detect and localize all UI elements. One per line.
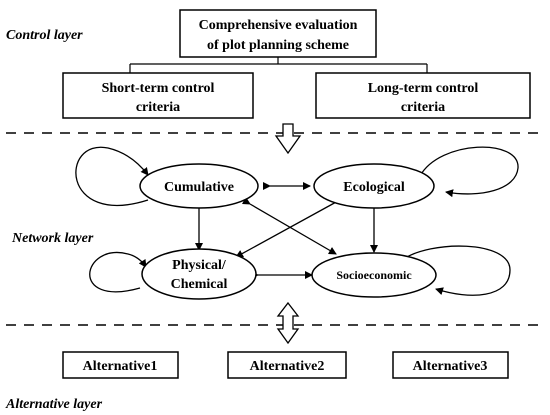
goal-line1: Comprehensive evaluation: [199, 18, 358, 33]
alternative1-box: [62, 351, 179, 379]
ecological-node: [313, 163, 435, 209]
socioeconomic-self-loop: [401, 245, 511, 296]
goal-line2: of plot planning scheme: [207, 38, 349, 53]
ecological-label: Ecological: [343, 180, 405, 195]
control-layer-label: Control layer: [6, 28, 83, 43]
cumulative-label: Cumulative: [164, 180, 234, 195]
short-term-criteria-box: [62, 72, 254, 119]
cumulative-self-loop: [75, 146, 149, 207]
physical-label-line1: Physical/: [172, 258, 227, 273]
double-arrow-icon: [276, 301, 300, 345]
socioeconomic-node: [311, 252, 437, 298]
arrow-ecological-physical: [235, 194, 347, 258]
short-term-criteria-line1: Short-term control: [102, 81, 215, 96]
physical-label-line2: Chemical: [171, 277, 228, 292]
physical-chemical-node: [141, 248, 257, 300]
alternative1-label: Alternative1: [83, 359, 158, 374]
network-layer-label: Network layer: [11, 231, 94, 246]
arrow-cumulative-socioeconomic: [241, 197, 337, 255]
alternative3-box: [392, 351, 509, 379]
long-term-criteria-line1: Long-term control: [368, 81, 479, 96]
alternative2-box: [227, 351, 347, 379]
alternative-layer-label: Alternative layer: [5, 397, 103, 412]
alternative3-label: Alternative3: [413, 359, 488, 374]
socioeconomic-label: Socioeconomic: [336, 268, 412, 282]
alternative2-label: Alternative2: [250, 359, 325, 374]
goal-box: [179, 9, 377, 58]
criteria-connector: [129, 57, 428, 73]
short-term-criteria-line2: criteria: [136, 100, 180, 115]
down-arrow-icon: [274, 123, 302, 155]
ecological-self-loop: [419, 146, 519, 198]
cumulative-node: [139, 163, 259, 209]
physical-self-loop: [89, 251, 147, 293]
long-term-criteria-line2: criteria: [401, 100, 445, 115]
long-term-criteria-box: [315, 72, 531, 119]
